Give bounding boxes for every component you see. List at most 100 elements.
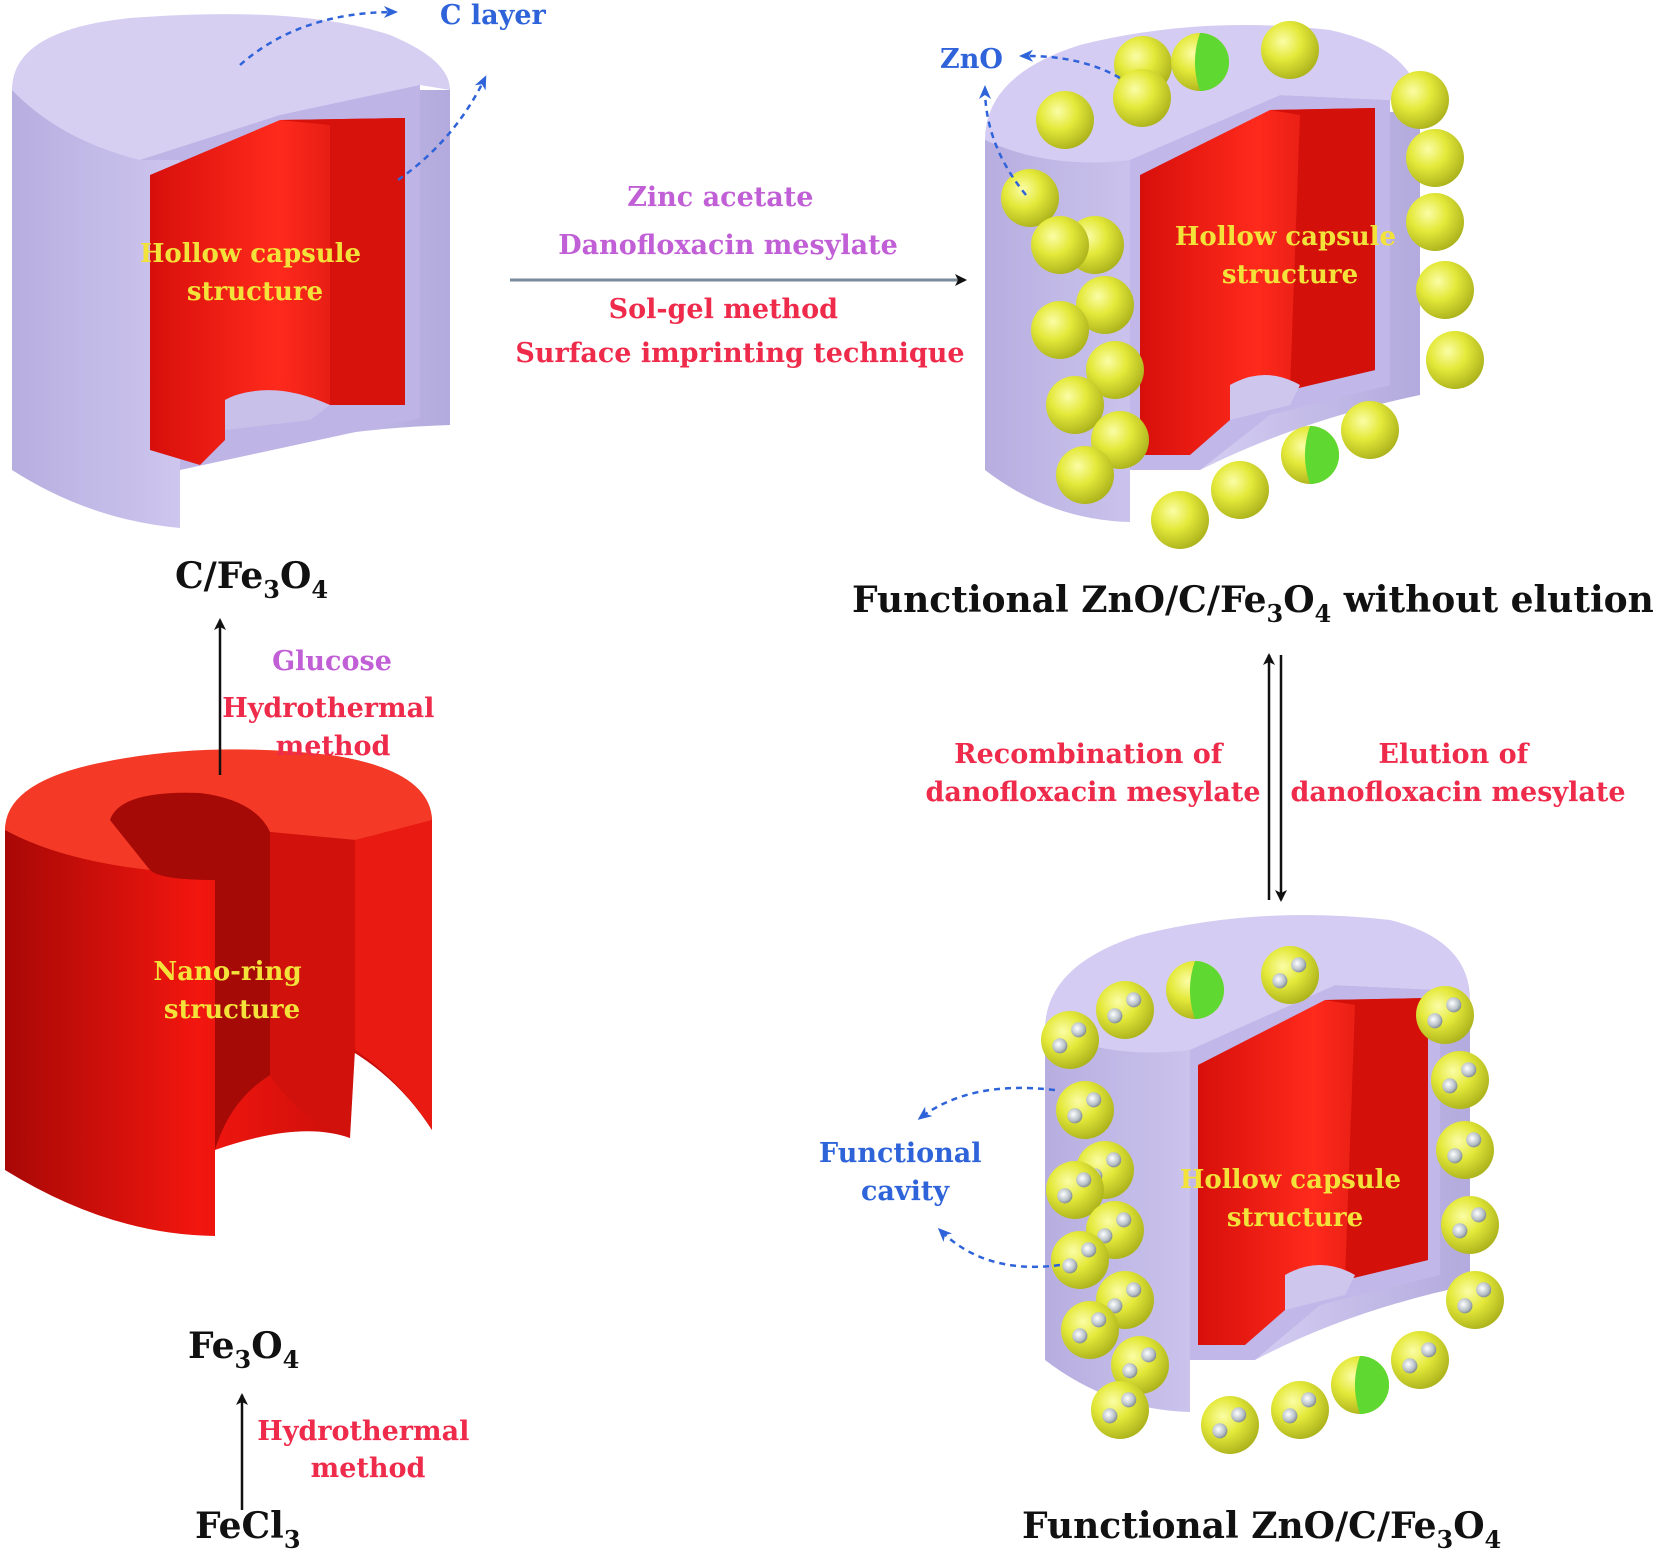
zno-particles-unwashed — [1001, 21, 1484, 549]
ring-top-face — [5, 749, 432, 870]
zno-step-reagents: Zinc acetate Danofloxacin mesylate — [558, 182, 898, 261]
cavity-hole — [1452, 1223, 1468, 1239]
cavity-hole — [1457, 1298, 1473, 1314]
cavity-hole — [1141, 1347, 1157, 1363]
cavity-hole — [1107, 1298, 1123, 1314]
cavity-hole — [1072, 1328, 1088, 1344]
cavity-hole — [1081, 1242, 1097, 1258]
zno-particles-imprinted — [1041, 946, 1504, 1454]
fe3o4-name: Fe3O4 — [188, 1325, 299, 1374]
zno-pointer-top — [1019, 49, 1121, 80]
zno-particle — [1416, 261, 1474, 319]
recombination-label: Recombination of danofloxacin mesylate — [925, 739, 1260, 808]
c-layer-pointer-top — [239, 6, 398, 66]
zno-particle — [1271, 1381, 1329, 1439]
zno-particle — [1076, 276, 1134, 334]
zno-particle — [1391, 1331, 1449, 1389]
capsule-inner-back — [280, 118, 405, 405]
cavity-hole — [1476, 1282, 1492, 1298]
cavity-hole — [1062, 1258, 1078, 1274]
zno-particle — [1111, 1336, 1169, 1394]
cavity-hole — [1447, 1148, 1463, 1164]
cavity-hole — [1427, 1013, 1443, 1029]
cavity-hole — [1086, 1092, 1102, 1108]
cavity-hole — [1461, 1062, 1477, 1078]
fecl3-step-method: Hydrothermal method — [257, 1416, 479, 1484]
cavity-hole — [1106, 1152, 1122, 1168]
cfe3o4-step-method: Hydrothermal method — [222, 693, 444, 762]
zno-particle — [1431, 1051, 1489, 1109]
cavity-hole — [1097, 1228, 1113, 1244]
cavity-hole — [1067, 1108, 1083, 1124]
zno-particle — [1416, 986, 1474, 1044]
zno-particle — [1046, 1161, 1104, 1219]
imprinted-zno-particle — [1166, 961, 1224, 1019]
zno-capsule-structure-label: Hollow capsule structure — [1175, 222, 1405, 290]
zno-particle — [1201, 1396, 1259, 1454]
ring-cut-face — [270, 832, 355, 1138]
ring-cut-face-right — [355, 820, 432, 1130]
imprinted-zno-particle — [1281, 426, 1339, 484]
zno-step-methods: Sol-gel method Surface imprinting techni… — [515, 294, 964, 369]
zno-particle — [1436, 1121, 1494, 1179]
cavity-hole — [1272, 973, 1288, 989]
zno-particle — [1441, 1196, 1499, 1254]
cfe3o4-capsule — [12, 14, 450, 528]
zno-particle — [1061, 1301, 1119, 1359]
zno-particle — [1261, 21, 1319, 79]
cavity-hole — [1212, 1423, 1228, 1439]
cavity-hole — [1071, 1022, 1087, 1038]
functional-capsule — [1041, 915, 1504, 1454]
cavity-pointer-top — [917, 1086, 1056, 1120]
functional-name: Functional ZnO/C/Fe3O4 — [1022, 1505, 1501, 1554]
zno-label: ZnO — [940, 44, 1003, 75]
zno-particle — [1086, 341, 1144, 399]
c-layer-label: C layer — [440, 0, 547, 31]
zno-particle — [1056, 1081, 1114, 1139]
cavity-hole — [1471, 1207, 1487, 1223]
zno-particle — [1113, 69, 1171, 127]
cfe3o4-structure-label: Hollow capsule structure — [140, 239, 370, 307]
zno-capsule-unwashed — [985, 21, 1484, 549]
zno-particle — [1341, 401, 1399, 459]
zno-particle — [1041, 1011, 1099, 1069]
fecl3-name: FeCl3 — [195, 1505, 301, 1554]
cavity-hole — [1076, 1172, 1092, 1188]
zno-particle — [1406, 129, 1464, 187]
zno-particle — [1261, 946, 1319, 1004]
zno-particle — [1031, 216, 1089, 274]
zno-particle — [1096, 981, 1154, 1039]
zno-particle — [1406, 193, 1464, 251]
cavity-hole — [1466, 1132, 1482, 1148]
zno-particle — [1031, 301, 1089, 359]
cavity-hole — [1107, 1008, 1123, 1024]
ring-inner-cavity — [110, 792, 270, 1150]
cavity-hole — [1126, 1282, 1142, 1298]
zno-particle — [1051, 1231, 1109, 1289]
cavity-hole — [1402, 1358, 1418, 1374]
cavity-hole — [1446, 997, 1462, 1013]
cfe3o4-name: C/Fe3O4 — [175, 555, 328, 604]
imprinted-zno-particle — [1331, 1356, 1389, 1414]
nano-ring-label: Nano-ring structure — [153, 957, 310, 1025]
fe3o4-nano-ring — [5, 749, 432, 1236]
imprinted-zno-particle — [1171, 33, 1229, 91]
cavity-hole — [1126, 992, 1142, 1008]
functional-capsule-notch — [1285, 1265, 1355, 1310]
zno-capsule-notch — [1230, 375, 1300, 420]
zno-particle — [1046, 376, 1104, 434]
cavity-pointer-bottom — [937, 1227, 1061, 1269]
cavity-hole — [1102, 1408, 1118, 1424]
cavity-hole — [1122, 1363, 1138, 1379]
cavity-hole — [1282, 1408, 1298, 1424]
zno-particle — [1056, 446, 1114, 504]
cavity-hole — [1291, 957, 1307, 973]
zno-particle — [1446, 1271, 1504, 1329]
cavity-hole — [1091, 1312, 1107, 1328]
zno-particle — [1211, 461, 1269, 519]
cavity-hole — [1116, 1212, 1132, 1228]
cavity-hole — [1442, 1078, 1458, 1094]
zno-particle — [1426, 331, 1484, 389]
functional-cavity-label: Functional cavity — [819, 1138, 991, 1207]
capsule-notch — [225, 390, 330, 430]
